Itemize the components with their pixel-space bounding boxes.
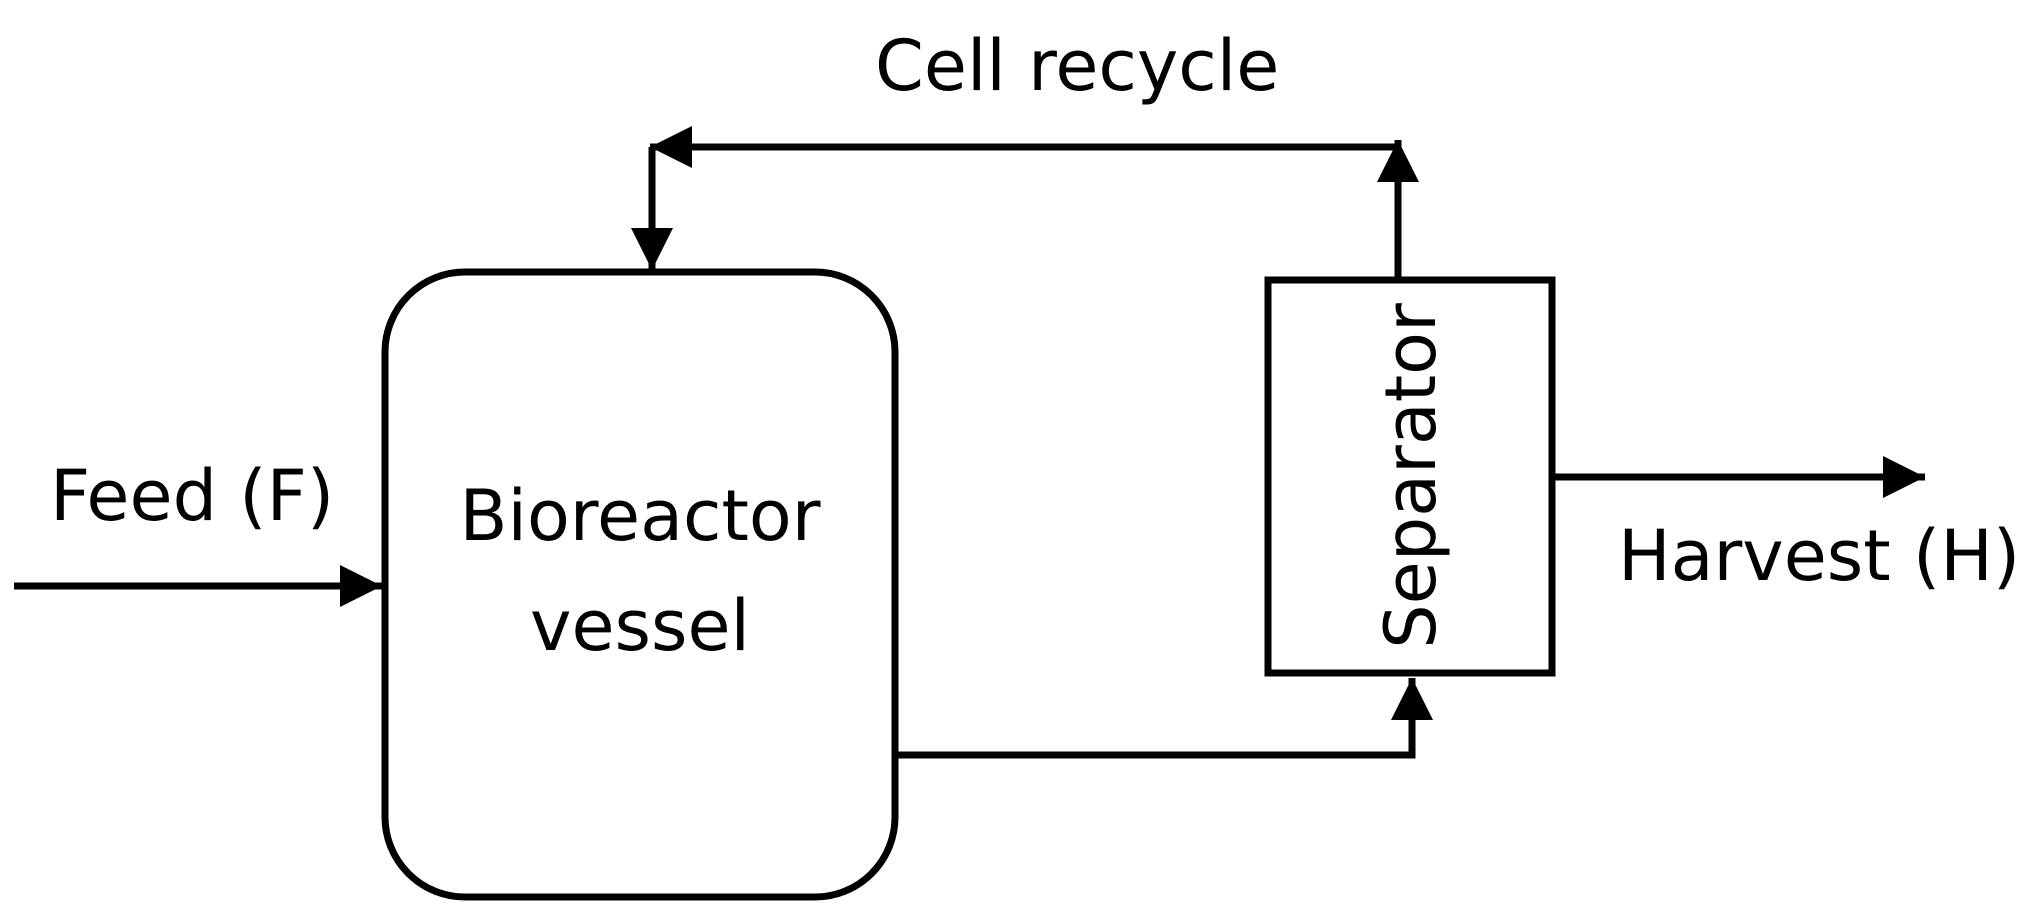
harvest-label: Harvest (H) [1618,515,2020,597]
separator-label: Separator [1370,303,1452,649]
cell-recycle-label: Cell recycle [875,25,1279,107]
bioreactor-label-line2: vessel [530,585,750,667]
bioreactor-vessel [381,268,899,901]
bioreactor-label-line1: Bioreactor [459,475,820,557]
separator-unit [1264,276,1556,677]
feed-label: Feed (F) [50,455,334,537]
bioreactor-to-separator-arrow [897,678,1433,759]
